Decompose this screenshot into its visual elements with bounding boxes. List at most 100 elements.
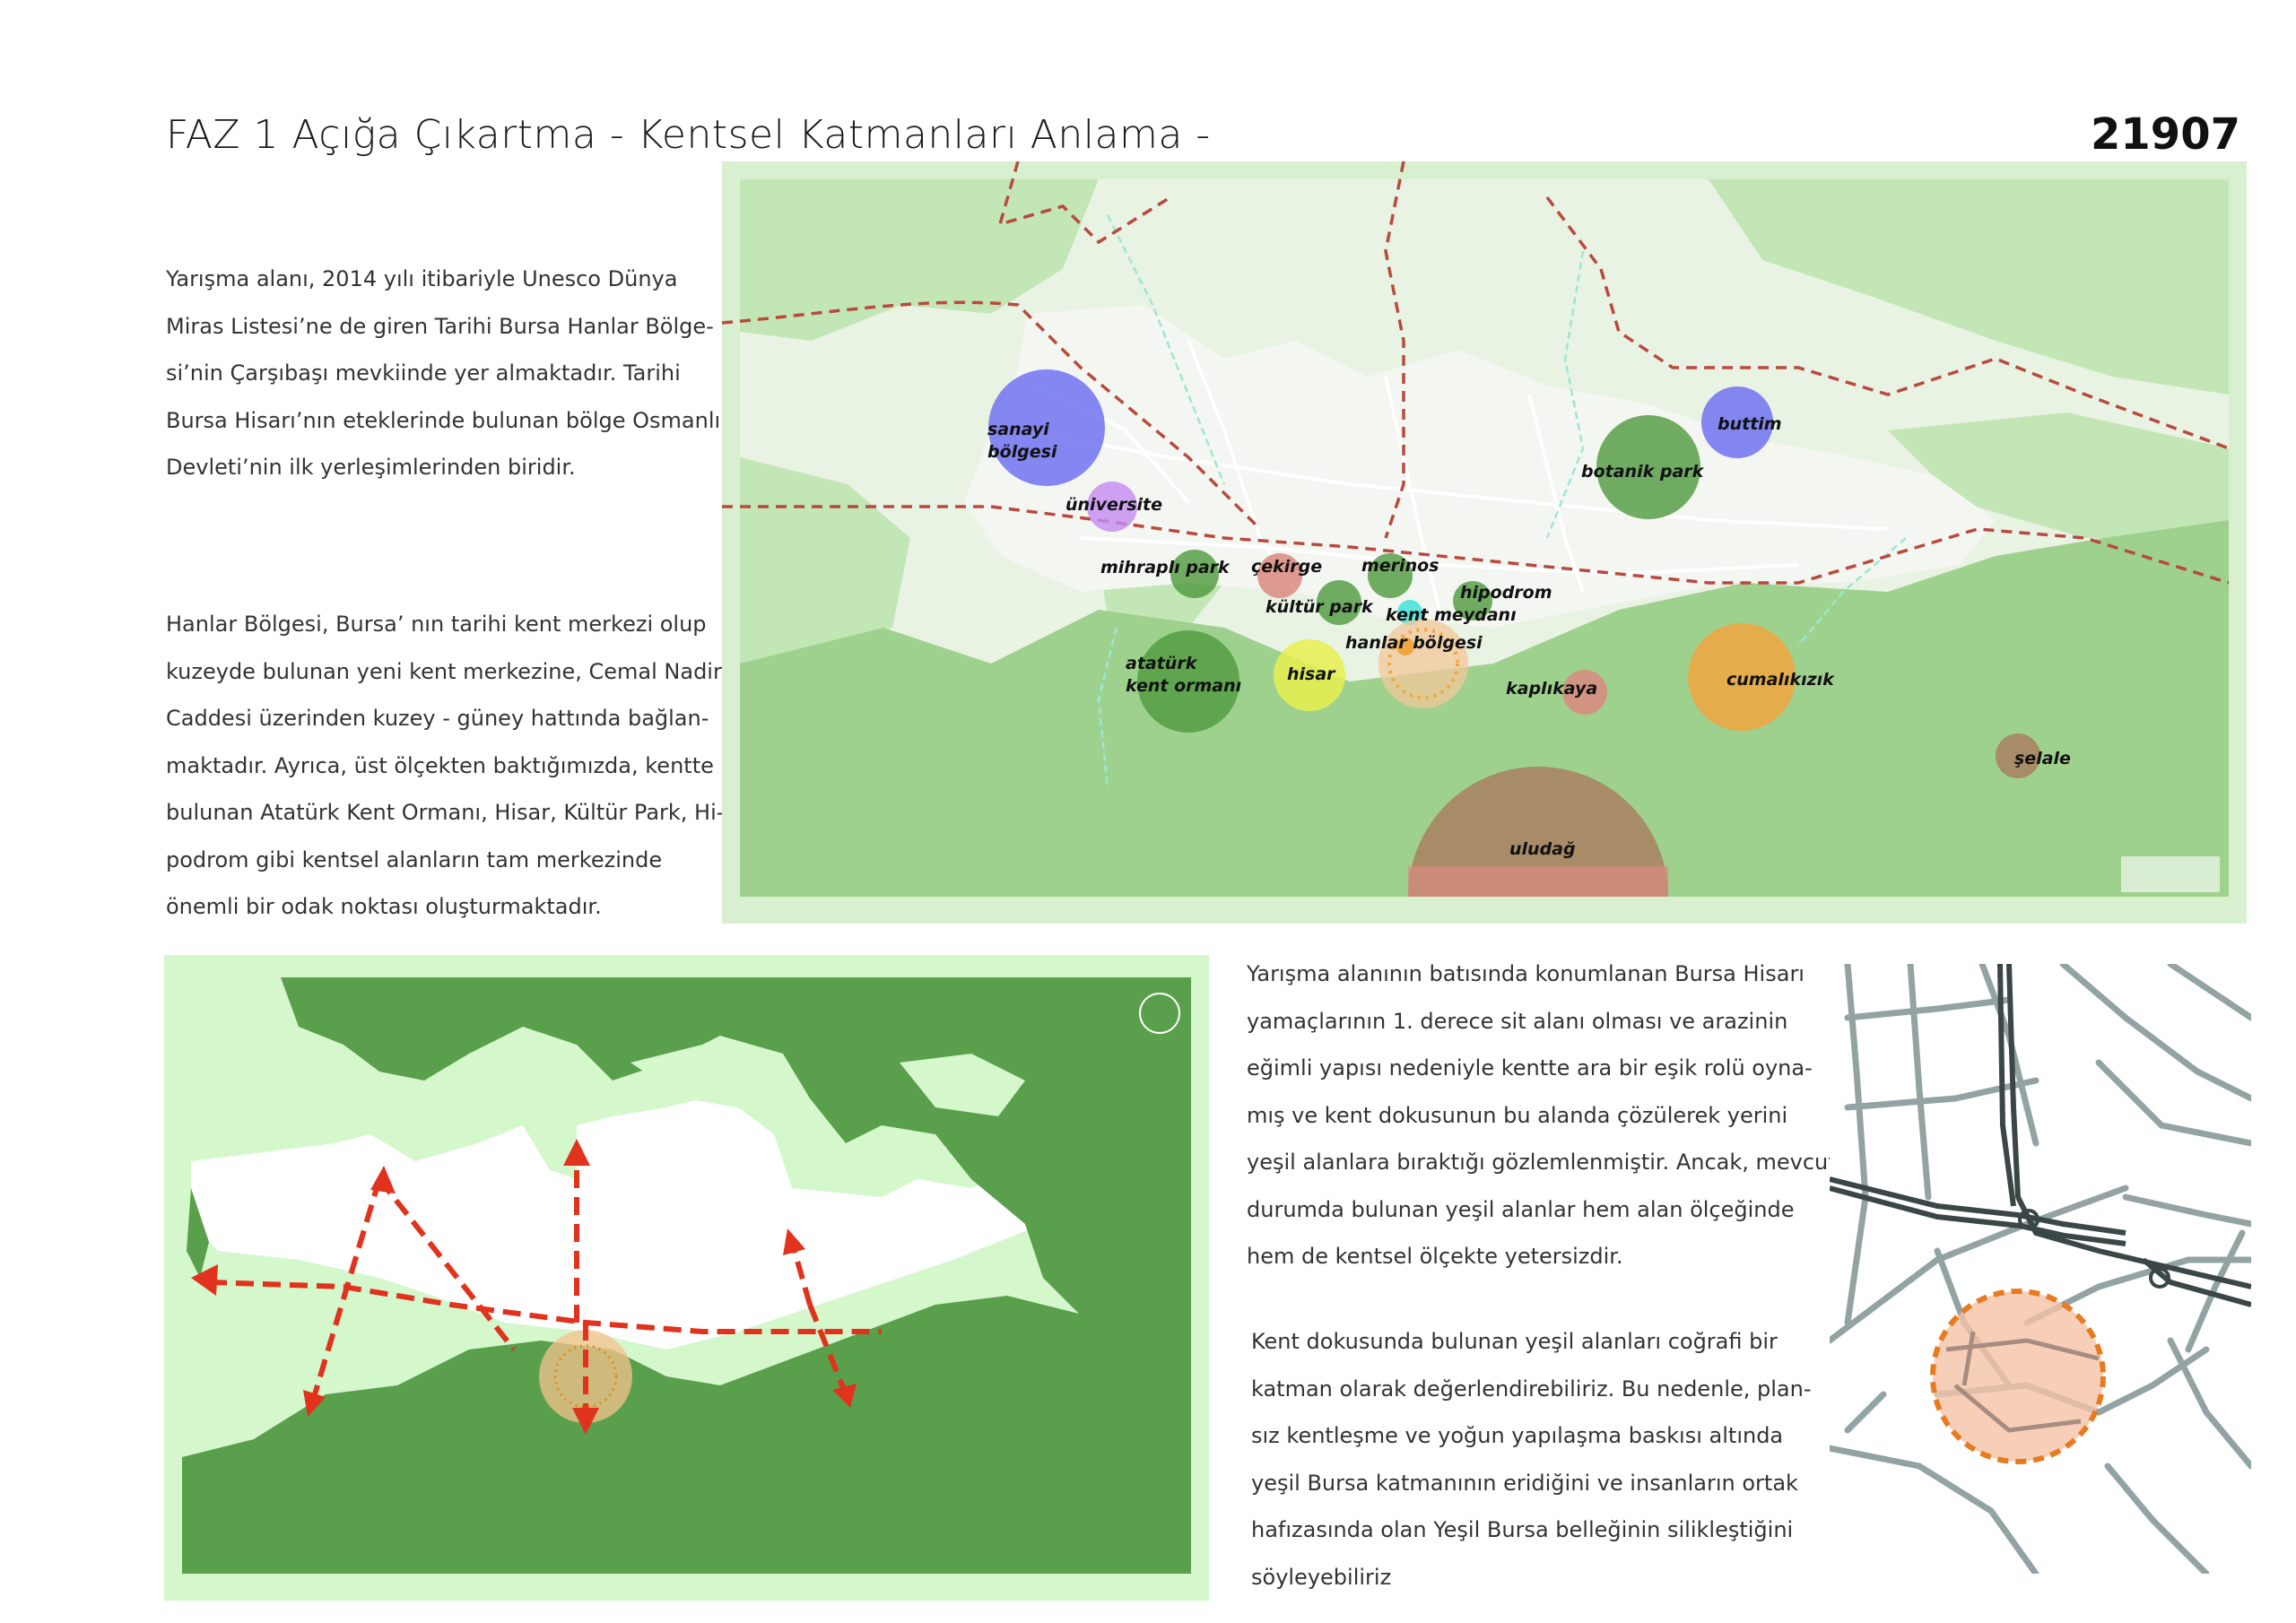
diagonal-axis-b	[377, 1177, 517, 1351]
page-title: FAZ 1 Açığa Çıkartma - Kentsel Katmanlar…	[166, 112, 1211, 158]
text-line: kuzeyde bulunan yeni kent merkezine, Cem…	[166, 658, 722, 684]
project-code: 21907	[2091, 109, 2240, 160]
map-labels: sanayi bölgesi üniversite buttim botanik…	[987, 414, 2071, 859]
text-line: Miras Listesi’ne de giren Tarihi Bursa H…	[166, 313, 714, 339]
text-line: Caddesi üzerinden kuzey - güney hattında…	[166, 706, 709, 731]
label-kent-meydani: kent meydanı	[1386, 605, 1517, 625]
circle-cumalikizik[interactable]	[1688, 623, 1796, 731]
forest-gap	[900, 1054, 1025, 1116]
focus-roads	[1945, 1331, 2100, 1433]
text-line: söyleyebiliriz	[1251, 1564, 1392, 1590]
axis-arrows	[208, 1152, 882, 1421]
circle-kent-meydani[interactable]	[1397, 600, 1422, 625]
label-kent-ormani: kent ormanı	[1126, 676, 1241, 696]
map-scale-box	[2121, 856, 2220, 892]
text-line: Yarışma alanı, 2014 yılı itibariyle Unes…	[166, 266, 678, 291]
focus-dotted-ring	[553, 1344, 618, 1409]
label-buttim: buttim	[1718, 414, 1782, 434]
interchange-icon	[2149, 1267, 2170, 1289]
text-line: Yarışma alanının batısında konumlanan Bu…	[1247, 961, 1805, 986]
text-line: mış ve kent dokusunun bu alanda çözülere…	[1247, 1102, 1788, 1128]
circle-hipodrom[interactable]	[1453, 581, 1492, 621]
arrow-head-north	[563, 1139, 590, 1166]
circle-buttim[interactable]	[1701, 386, 1773, 458]
text-line: sız kentleşme ve yoğun yapılaşma baskısı…	[1251, 1423, 1784, 1448]
circle-hisar[interactable]	[1274, 639, 1345, 711]
east-axis-up	[789, 1241, 813, 1306]
text-line: Hanlar Bölgesi, Bursa’ nın tarihi kent m…	[166, 612, 707, 637]
text-line: bulunan Atatürk Kent Ormanı, Hisar, Kült…	[166, 800, 725, 825]
label-selale: şelale	[2014, 749, 2071, 768]
text-line: eğimli yapısı nedeniyle kentte ara bir e…	[1247, 1055, 1813, 1081]
arrow-head-ne	[783, 1228, 805, 1255]
text-line: hafızasında olan Yeşil Bursa belleğinin …	[1251, 1517, 1794, 1542]
label-kultur-park: kültür park	[1265, 597, 1374, 617]
label-botanik-park: botanik park	[1581, 462, 1705, 482]
city-map: sanayi bölgesi üniversite buttim botanik…	[722, 161, 2247, 924]
label-hanlar-bolgesi: hanlar bölgesi	[1345, 633, 1483, 653]
road-network-map	[1830, 964, 2251, 1574]
label-bolgesi: bölgesi	[987, 442, 1057, 462]
circle-ataturk-kent-ormani[interactable]	[1137, 630, 1239, 733]
circle-kaplikaya[interactable]	[1562, 670, 1607, 715]
label-cekirge: çekirge	[1251, 557, 1322, 577]
forest-area	[740, 520, 2229, 897]
label-sanayi: sanayi	[987, 420, 1049, 439]
arrow-head-west	[191, 1264, 218, 1296]
text-line: si’nin Çarşıbaşı mevkiinde yer almaktadı…	[166, 360, 681, 386]
focus-circle[interactable]	[1933, 1291, 2103, 1462]
east-west-axis	[208, 1280, 882, 1334]
text-line: podrom gibi kentsel alanların tam merkez…	[166, 846, 663, 872]
text-line: katman olarak değerlendirebiliriz. Bu ne…	[1251, 1376, 1812, 1402]
highways	[1830, 964, 2251, 1307]
circle-uludag[interactable]	[1408, 767, 1668, 897]
label-mihrapli-park: mihraplı park	[1100, 558, 1231, 577]
label-hisar: hisar	[1287, 664, 1336, 684]
urban-clearing	[191, 1098, 1043, 1350]
circle-botanik-park[interactable]	[1596, 415, 1700, 519]
circle-selale[interactable]	[1996, 733, 2040, 778]
text-line: yamaçlarının 1. derece sit alanı olması …	[1247, 1008, 1788, 1034]
text-line: Devleti’nin ilk yerleşimlerinden biridir…	[166, 455, 576, 480]
diagonal-axis-a	[309, 1178, 382, 1404]
west-forest	[187, 1188, 209, 1278]
label-uludag: uludağ	[1509, 839, 1576, 859]
label-hipodrom: hipodrom	[1460, 583, 1552, 603]
compass-icon	[1139, 993, 1180, 1034]
forest-gap	[631, 1045, 756, 1107]
label-merinos: merinos	[1361, 556, 1439, 576]
circle-kultur-park[interactable]	[1317, 580, 1361, 625]
label-universite: üniversite	[1065, 495, 1162, 515]
label-ataturk: atatürk	[1126, 654, 1198, 673]
arrow-heads	[191, 1139, 857, 1435]
circle-merinos[interactable]	[1368, 553, 1413, 598]
paragraph-yesil-bursa: Kent dokusunda bulunan yeşil alanları co…	[1251, 1318, 1812, 1601]
hanlar-dotted-ring	[1387, 628, 1459, 699]
paragraph-intro: Yarışma alanı, 2014 yılı itibariyle Unes…	[166, 256, 721, 491]
label-cumalikizik: cumalıkızık	[1726, 670, 1835, 690]
label-kaplikaya: kaplıkaya	[1506, 679, 1597, 699]
circle-hanlar-bolgesi[interactable]	[1378, 619, 1468, 708]
text-line: maktadır. Ayrıca, üst ölçekten baktığımı…	[166, 752, 714, 778]
text-line: yeşil alanlara bıraktığı gözlemlenmiştir…	[1247, 1150, 1837, 1175]
road-map-base	[1830, 964, 2251, 1574]
circle-universite[interactable]	[1087, 482, 1137, 532]
circle-hanlar-center	[1396, 638, 1414, 655]
focus-dashed-ring	[1930, 1289, 2106, 1464]
railway-lines	[722, 161, 2230, 585]
arrow-head-se	[832, 1384, 857, 1408]
arrow-head-sw	[303, 1390, 326, 1417]
text-line: Bursa Hisarı’nın eteklerinde bulunan böl…	[166, 407, 721, 433]
text-line: hem de kentsel ölçekte yetersizdir.	[1247, 1244, 1623, 1269]
uludag-band	[1408, 866, 1668, 897]
paragraph-hanlar: Hanlar Bölgesi, Bursa’ nın tarihi kent m…	[166, 601, 725, 931]
arrow-head-south	[572, 1408, 599, 1435]
circle-mihrapli-park[interactable]	[1170, 550, 1219, 598]
arrow-head-nw	[370, 1166, 396, 1193]
east-axis	[807, 1303, 848, 1396]
green-cover-map	[164, 955, 1209, 1601]
text-line: durumda bulunan yeşil alanlar hem alan ö…	[1247, 1196, 1795, 1222]
circle-cekirge[interactable]	[1257, 553, 1302, 598]
paragraph-hisar: Yarışma alanının batısında konumlanan Bu…	[1247, 950, 1837, 1280]
circle-sanayi-bolgesi[interactable]	[988, 369, 1105, 486]
